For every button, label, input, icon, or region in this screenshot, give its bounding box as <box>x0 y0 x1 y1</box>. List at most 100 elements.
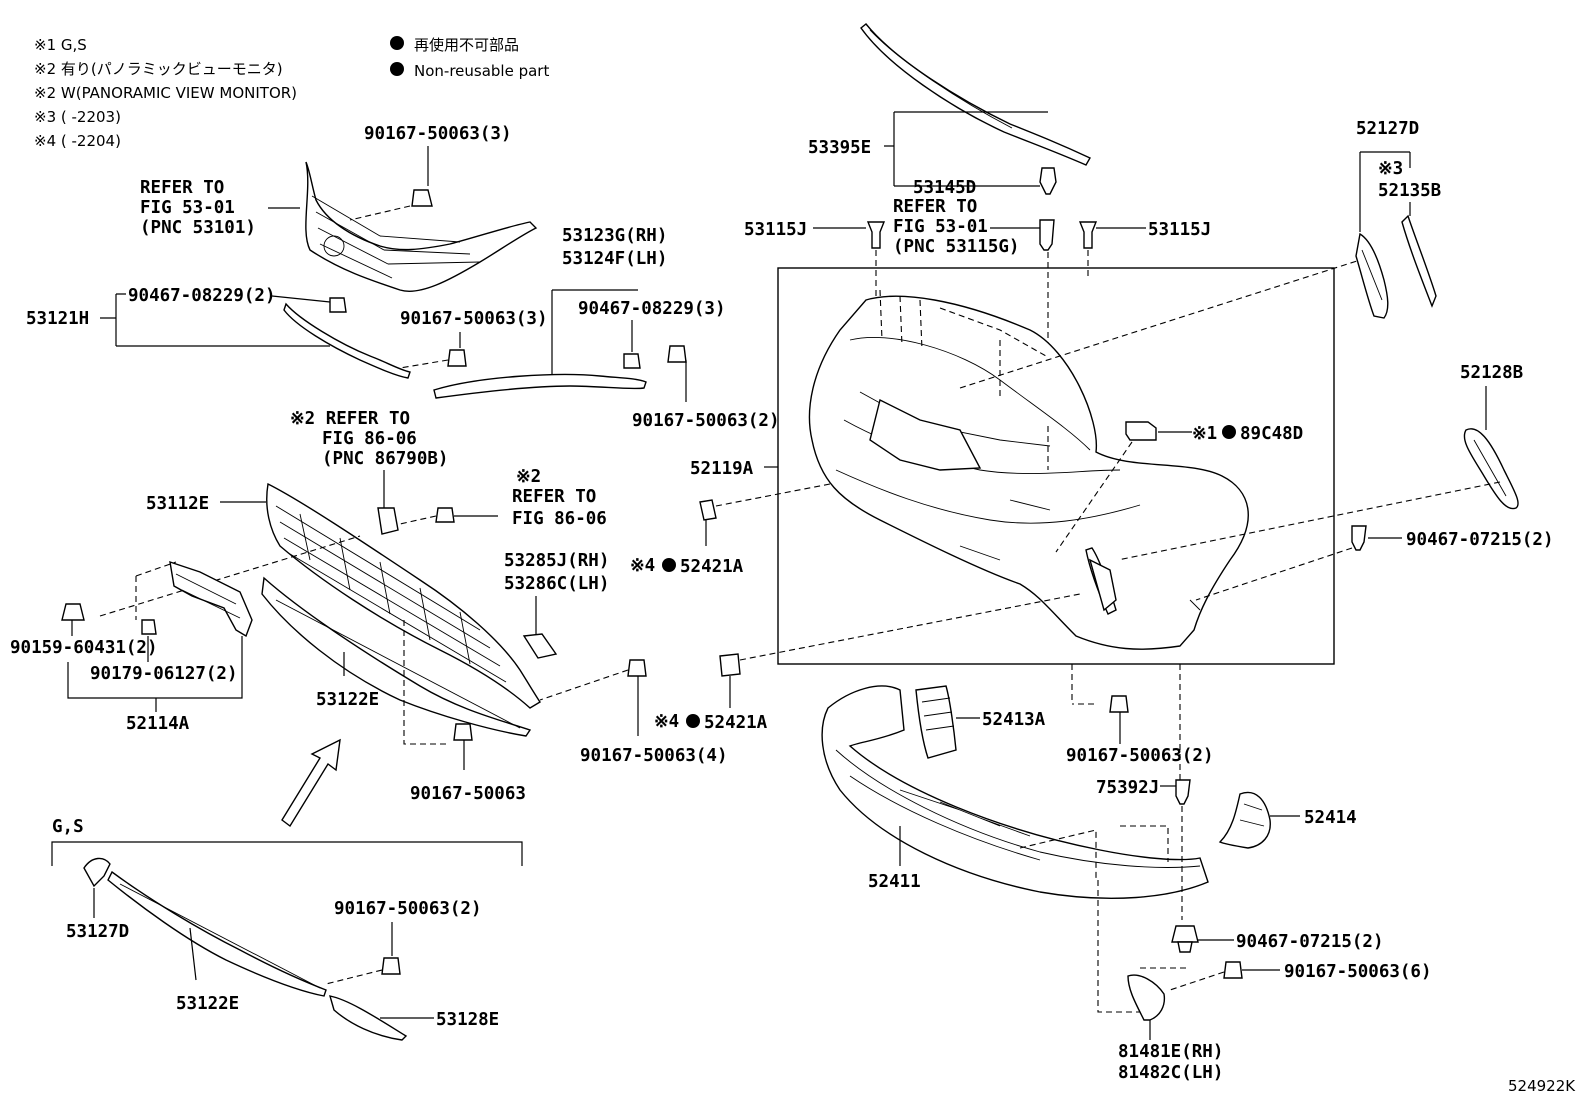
clip-90467-07215-top: 90467-07215(2) <box>1195 525 1554 601</box>
label-53122e-b: 53122E <box>176 994 239 1014</box>
label-53115j-right: 53115J <box>1148 220 1211 240</box>
part-53123g: 53123G(RH) 53124F(LH) 90467-08229(3) 901… <box>433 226 780 431</box>
label-52128b: 52128B <box>1460 363 1523 383</box>
notes-block: ※1 G,S ※2 有り(パノラミックビューモニタ) ※2 W(PANORAMI… <box>34 36 297 150</box>
label-52135b: 52135B <box>1378 181 1441 201</box>
nut-icon <box>141 619 157 635</box>
clip-icon <box>1351 525 1367 551</box>
label-52421a-a-note: ※4 <box>630 556 655 576</box>
note-4: ※3 ( -2203) <box>34 108 121 126</box>
retainer-icon <box>719 653 741 677</box>
note-3: ※2 W(PANORAMIC VIEW MONITOR) <box>34 84 297 102</box>
label-52119a: 52119A <box>690 459 754 479</box>
label-53395e: 53395E <box>808 138 871 158</box>
clip-90467-07215-bottom: 90467-07215(2) <box>1171 925 1384 953</box>
part-53122e-a: 53122E <box>316 652 379 710</box>
note-2: ※2 有り(パノラミックビューモニタ) <box>34 60 283 78</box>
bolt-icon <box>381 957 401 975</box>
ref-53115g-1: REFER TO <box>893 197 977 217</box>
bolt-icon <box>1223 961 1243 979</box>
clip-icon <box>1039 219 1055 251</box>
bolt-90167-50063: 90167-50063 <box>403 620 526 804</box>
label-53115j-left: 53115J <box>744 220 807 240</box>
bracket-icon <box>915 685 957 759</box>
label-52127d: 52127D <box>1356 119 1419 139</box>
label-90167-50063-4: 90167-50063(4) <box>580 746 728 766</box>
label-90167-50063-2a: 90167-50063(2) <box>632 411 780 431</box>
clip-icon <box>1078 221 1098 249</box>
label-52135b-note: ※3 <box>1378 159 1403 179</box>
ref-8606: ※2 REFER TO FIG 86-06 <box>399 467 607 529</box>
bolt-icon <box>453 723 473 741</box>
gs-section: G,S 53127D 53122E 90167-50063(2) 53128E <box>51 817 523 1041</box>
bracket-icon <box>1355 232 1389 319</box>
label-53127d: 53127D <box>66 922 129 942</box>
bumper-cover-52119a <box>808 289 1249 650</box>
part-52414: 52414 <box>1218 791 1357 849</box>
part-81481e: 81481E(RH) 81482C(LH) <box>1097 880 1223 1083</box>
bolt-90167-50063-6: 90167-50063(6) <box>1169 961 1432 991</box>
label-53122e-a: 53122E <box>316 690 379 710</box>
bracket-icon <box>1125 421 1157 441</box>
label-90167-50063-3b: 90167-50063(3) <box>400 309 548 329</box>
grille-upper: REFER TO FIG 53-01 (PNC 53101) <box>140 161 538 292</box>
label-52114a: 52114A <box>126 714 190 734</box>
label-52421a-b-note: ※4 <box>654 712 679 732</box>
label-90167-50063-6: 90167-50063(6) <box>1284 962 1432 982</box>
label-53123g: 53123G(RH) <box>562 226 667 246</box>
clip-icon <box>1175 779 1191 805</box>
legend: 再使用不可部品 Non-reusable part <box>390 36 549 80</box>
bracket-icon <box>1401 214 1437 308</box>
part-52127d: 52127D ※3 52135B <box>1355 119 1441 319</box>
label-90167-50063: 90167-50063 <box>410 784 526 804</box>
ref-53115g-3: (PNC 53115G) <box>893 237 1019 257</box>
label-gs: G,S <box>52 817 84 837</box>
diagram-code: 524922K <box>1508 1077 1576 1095</box>
ref-8606-2: FIG 86-06 <box>512 509 607 529</box>
ref-53101-1: REFER TO <box>140 178 224 198</box>
part-53121h: 53121H 90467-08229(2) <box>26 286 411 379</box>
bracket-icon <box>1127 974 1166 1021</box>
part-89c48d: ※1 89C48D <box>1055 421 1303 553</box>
label-90167-50063-2b: 90167-50063(2) <box>1066 746 1214 766</box>
legend-dot-icon <box>390 62 404 76</box>
bolt-icon <box>61 603 85 621</box>
ref-8606-1: REFER TO <box>512 487 596 507</box>
part-52413a: 52413A <box>915 685 1046 759</box>
part-52128b: 52128B <box>1117 363 1523 561</box>
clip-icon <box>866 221 886 249</box>
bolt-icon <box>435 507 455 523</box>
clip-75392j: 75392J <box>1096 664 1191 920</box>
bolt-90167-50063-3a: 90167-50063(3) <box>349 124 512 221</box>
ref-86790b-2: FIG 86-06 <box>322 429 417 449</box>
bolt-icon <box>447 349 467 367</box>
bolt-90167-50063-4: 90167-50063(4) <box>539 659 728 766</box>
label-53121h: 53121H <box>26 309 89 329</box>
bolt-icon <box>627 659 647 677</box>
grille-53112e: 53112E <box>99 482 541 737</box>
arrow-icon <box>281 738 341 828</box>
part-52114a: 90159-60431(2) 90179-06127(2) 52114A <box>10 560 253 734</box>
label-53286c: 53286C(LH) <box>504 574 609 594</box>
ref-8606-note: ※2 <box>516 467 541 487</box>
label-53112e: 53112E <box>146 494 209 514</box>
label-90467-08229-2: 90467-08229(2) <box>128 286 276 306</box>
label-75392j: 75392J <box>1096 778 1159 798</box>
non-reusable-dot-icon <box>686 714 700 728</box>
label-52421a-a: 52421A <box>680 557 744 577</box>
ref-53101-3: (PNC 53101) <box>140 218 256 238</box>
note-1: ※1 G,S <box>34 36 87 54</box>
label-53124f: 53124F(LH) <box>562 249 667 269</box>
label-89c48d: 89C48D <box>1240 424 1303 444</box>
legend-jp: 再使用不可部品 <box>414 36 519 54</box>
note-5: ※4 ( -2204) <box>34 132 121 150</box>
bolt-90167-50063-2b: 90167-50063(2) <box>1066 664 1214 766</box>
label-81481e: 81481E(RH) <box>1118 1042 1223 1062</box>
clip-icon <box>1039 167 1057 195</box>
ref-53101-2: FIG 53-01 <box>140 198 235 218</box>
ref-53115g-2: FIG 53-01 <box>893 217 988 237</box>
label-52413a: 52413A <box>982 710 1046 730</box>
bumper-cover-frame <box>777 267 1335 665</box>
lower-bumper-52411: 52411 <box>821 685 1209 900</box>
